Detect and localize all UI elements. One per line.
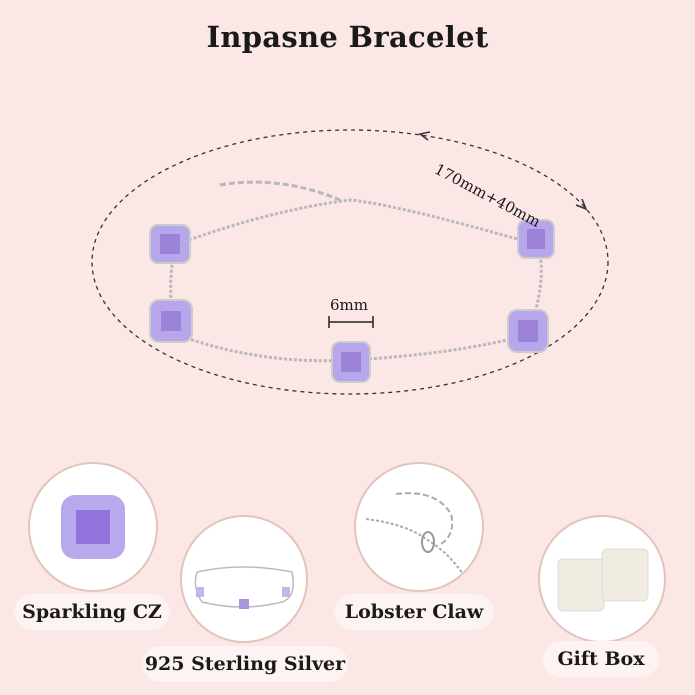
- extender-chain: [219, 180, 341, 202]
- feature-image-sparkling-cz: [28, 462, 158, 592]
- dashed-ellipse: [91, 129, 609, 395]
- stone-right-bottom: [507, 309, 549, 353]
- measure-bar: [328, 316, 374, 328]
- stone-left-bottom: [149, 299, 193, 343]
- feature-image-lobster-claw: [354, 462, 484, 592]
- stone-size-label: 6mm: [330, 296, 368, 314]
- stone-right-top: [517, 219, 555, 259]
- page-title: Inpasne Bracelet: [206, 20, 489, 54]
- bracelet-illustration: [91, 129, 609, 395]
- feature-image-gift-box: [538, 515, 666, 643]
- stone-center: [331, 341, 371, 383]
- lobster-claw-icon: [365, 492, 467, 580]
- feature-label-gift-box: Gift Box: [543, 641, 659, 677]
- feature-label-lobster-claw: Lobster Claw: [334, 594, 494, 630]
- feature-image-sterling-silver: [180, 515, 308, 643]
- stone-left-top: [149, 224, 191, 264]
- chain: [169, 198, 543, 363]
- gift-box-icon: [557, 548, 649, 612]
- feature-label-sparkling-cz: Sparkling CZ: [14, 594, 170, 630]
- gem-icon: [61, 495, 125, 559]
- feature-label-sterling-silver: 925 Sterling Silver: [142, 646, 348, 682]
- bracelet-icon: [194, 566, 294, 609]
